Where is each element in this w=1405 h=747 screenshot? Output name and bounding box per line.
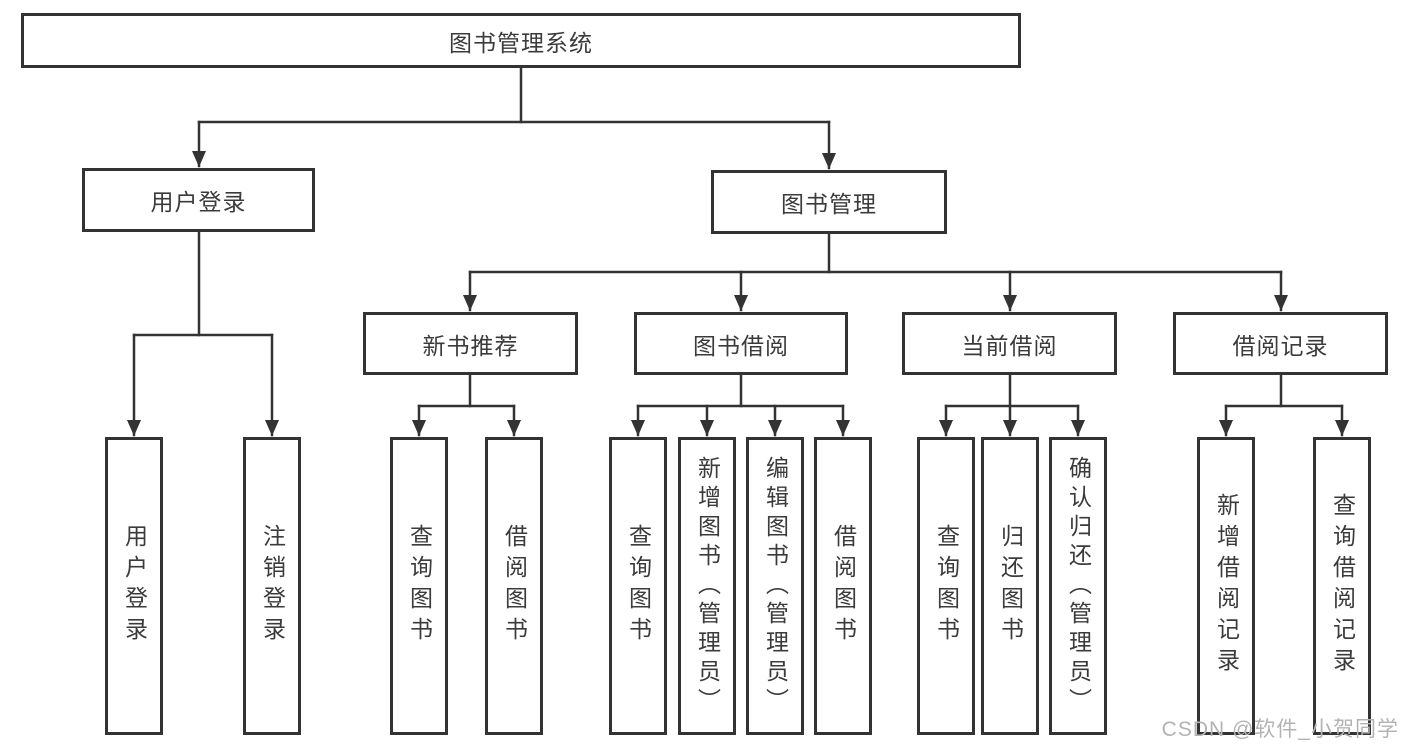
leaf-return-books: 归还图书 [981, 437, 1039, 735]
leaf-query-books: 查询图书 [609, 437, 667, 735]
node-user-login: 用户登录 [82, 168, 315, 232]
node-new-book-recommend: 新书推荐 [363, 312, 578, 375]
node-library-management-system: 图书管理系统 [21, 13, 1021, 68]
leaf-user-login: 用户登录 [105, 437, 163, 735]
leaf-edit-books-admin: 编辑图书（管理员） [746, 437, 804, 735]
leaf-borrow-books: 借阅图书 [485, 437, 543, 735]
connector-current-borrow-to-leaves [939, 373, 1085, 437]
connector-book-borrow-to-leaves [631, 373, 850, 437]
leaf-confirm-return-admin: 确认归还（管理员） [1049, 437, 1107, 735]
connector-root-to-level2 [192, 66, 836, 170]
leaf-query-books: 查询图书 [390, 437, 448, 735]
connector-book-mgmt-to-level3 [463, 232, 1288, 312]
leaf-logout: 注销登录 [243, 437, 301, 735]
node-book-borrowing: 图书借阅 [634, 312, 848, 375]
leaf-add-borrow-record: 新增借阅记录 [1197, 437, 1255, 735]
leaf-borrow-books: 借阅图书 [814, 437, 872, 735]
node-current-borrowing: 当前借阅 [902, 312, 1117, 375]
connector-user-login-to-leaves [127, 230, 279, 437]
connector-borrow-record-to-leaves [1219, 373, 1349, 437]
csdn-watermark: CSDN @软件_小贺同学 [1161, 718, 1399, 741]
leaf-query-borrow-record: 查询借阅记录 [1313, 437, 1371, 735]
node-book-management: 图书管理 [711, 170, 947, 234]
leaf-add-books-admin: 新增图书（管理员） [678, 437, 736, 735]
leaf-query-books: 查询图书 [917, 437, 975, 735]
connector-new-book-rec-to-leaves [412, 373, 521, 437]
node-borrowing-records: 借阅记录 [1173, 312, 1388, 375]
